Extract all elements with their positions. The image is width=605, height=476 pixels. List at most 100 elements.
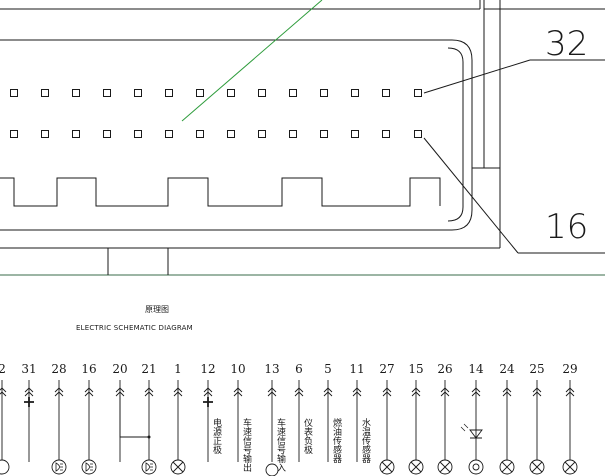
connector-arrow <box>203 387 213 397</box>
pin-function-label: 仪表负极 <box>302 418 313 455</box>
pin-number: 29 <box>562 362 577 376</box>
connector-arrow <box>532 387 542 397</box>
pin-function-label: 车速信号输入 <box>275 417 286 472</box>
pin-number: 31 <box>21 362 36 376</box>
pin-number: 14 <box>468 362 484 376</box>
connector-pin-square <box>414 130 422 138</box>
connector-arrow <box>173 387 183 397</box>
connector-pin-square <box>72 89 80 97</box>
connector-pin-square <box>289 130 297 138</box>
connector-pin-square <box>134 89 142 97</box>
connector-pin-square <box>320 89 328 97</box>
connector-pin-square <box>258 130 266 138</box>
connector-pin-square <box>196 130 204 138</box>
pin-column: 28 <box>51 362 67 462</box>
connector-pin-square <box>382 89 390 97</box>
connector-pin-square <box>165 130 173 138</box>
schematic-title-cn: 原理图 <box>145 305 169 314</box>
lamp-icon <box>0 459 10 475</box>
pin-number: 10 <box>230 362 245 376</box>
pin-column: 16 <box>81 362 97 462</box>
pin-column: 15 <box>408 362 424 462</box>
connector-pin-square <box>196 89 204 97</box>
lamp-cross-mark <box>410 461 422 473</box>
connector-pin-square <box>351 89 359 97</box>
lamp-icon <box>81 459 97 475</box>
pin-function-label: 水温传感器 <box>360 417 371 463</box>
connector-pin-square <box>41 89 49 97</box>
plus-symbol <box>203 397 213 407</box>
connector-arrow <box>54 387 64 397</box>
connector-drawing <box>0 0 605 276</box>
lamp-cross-mark <box>381 461 393 473</box>
connector-pin-square <box>227 89 235 97</box>
connector-pin-square <box>10 130 18 138</box>
pin-column: 14 <box>468 362 484 462</box>
pin-column: 31 <box>21 362 37 462</box>
lamp-icon <box>51 459 67 475</box>
pin-column: 1 <box>173 362 183 462</box>
pin-function-label: 车速信号输出 <box>241 417 252 473</box>
pin-number: 12 <box>200 362 215 376</box>
callout-label-32: 32 <box>545 24 588 64</box>
connector-arrow <box>323 387 333 397</box>
pin-number: 28 <box>51 362 66 376</box>
connector-arrow <box>115 387 125 397</box>
connector-pin-square <box>134 130 142 138</box>
pin-column: 26 <box>437 362 453 462</box>
pin-number: 6 <box>295 362 303 376</box>
junction-dot <box>147 435 151 439</box>
pin-number: 1 <box>174 362 182 376</box>
pin-column: 5 燃油传感器 <box>323 362 342 463</box>
connector-arrow <box>565 387 575 397</box>
pin-number: 16 <box>81 362 96 376</box>
pin-column: 21 <box>141 362 157 462</box>
lamp-cross-mark <box>172 461 184 473</box>
lamp-icon <box>468 459 484 475</box>
connector-pin-square <box>320 130 328 138</box>
pin-column: 24 <box>499 362 515 462</box>
diode-icon <box>469 429 483 439</box>
headlight-icon <box>145 462 153 472</box>
pin-column: 2 <box>0 362 7 462</box>
connector-pin-square <box>41 130 49 138</box>
oil-lamp-inner <box>472 463 480 471</box>
connector-arrow <box>144 387 154 397</box>
lamp-icon <box>141 459 157 475</box>
connector-pin-square <box>227 130 235 138</box>
connector-pin-square <box>10 89 18 97</box>
pin-number: 5 <box>324 362 332 376</box>
connector-arrow <box>84 387 94 397</box>
pin-number: 15 <box>408 362 423 376</box>
pin-column: 29 <box>562 362 578 462</box>
pin-column: 10 车速信号输出 <box>230 362 251 473</box>
lamp-cross-mark <box>501 461 513 473</box>
pin-number: 27 <box>379 362 394 376</box>
headlight-icon <box>55 462 63 472</box>
pin-number: 26 <box>437 362 452 376</box>
pin-number: 24 <box>499 362 515 376</box>
schematic-title-en: ELECTRIC SCHEMATIC DIAGRAM <box>76 324 193 332</box>
connector-arrow <box>502 387 512 397</box>
connector-arrow <box>0 387 7 397</box>
pin-function-label: 燃油传感器 <box>331 417 342 463</box>
connector-pin-square <box>289 89 297 97</box>
connector-arrow <box>382 387 392 397</box>
connector-pin-square <box>103 130 111 138</box>
pin-column: 25 <box>529 362 545 462</box>
connector-pin-square <box>165 89 173 97</box>
connector-pin-square <box>258 89 266 97</box>
connector-arrow <box>440 387 450 397</box>
connector-arrow <box>267 387 277 397</box>
signal-node-icon <box>265 463 279 476</box>
light-rays-icon <box>460 423 469 432</box>
jumper-wire <box>119 395 149 438</box>
connector-pin-square <box>103 89 111 97</box>
connector-arrow <box>471 387 481 397</box>
connector-arrow <box>233 387 243 397</box>
pin-column: 27 <box>379 362 395 462</box>
connector-arrow <box>294 387 304 397</box>
